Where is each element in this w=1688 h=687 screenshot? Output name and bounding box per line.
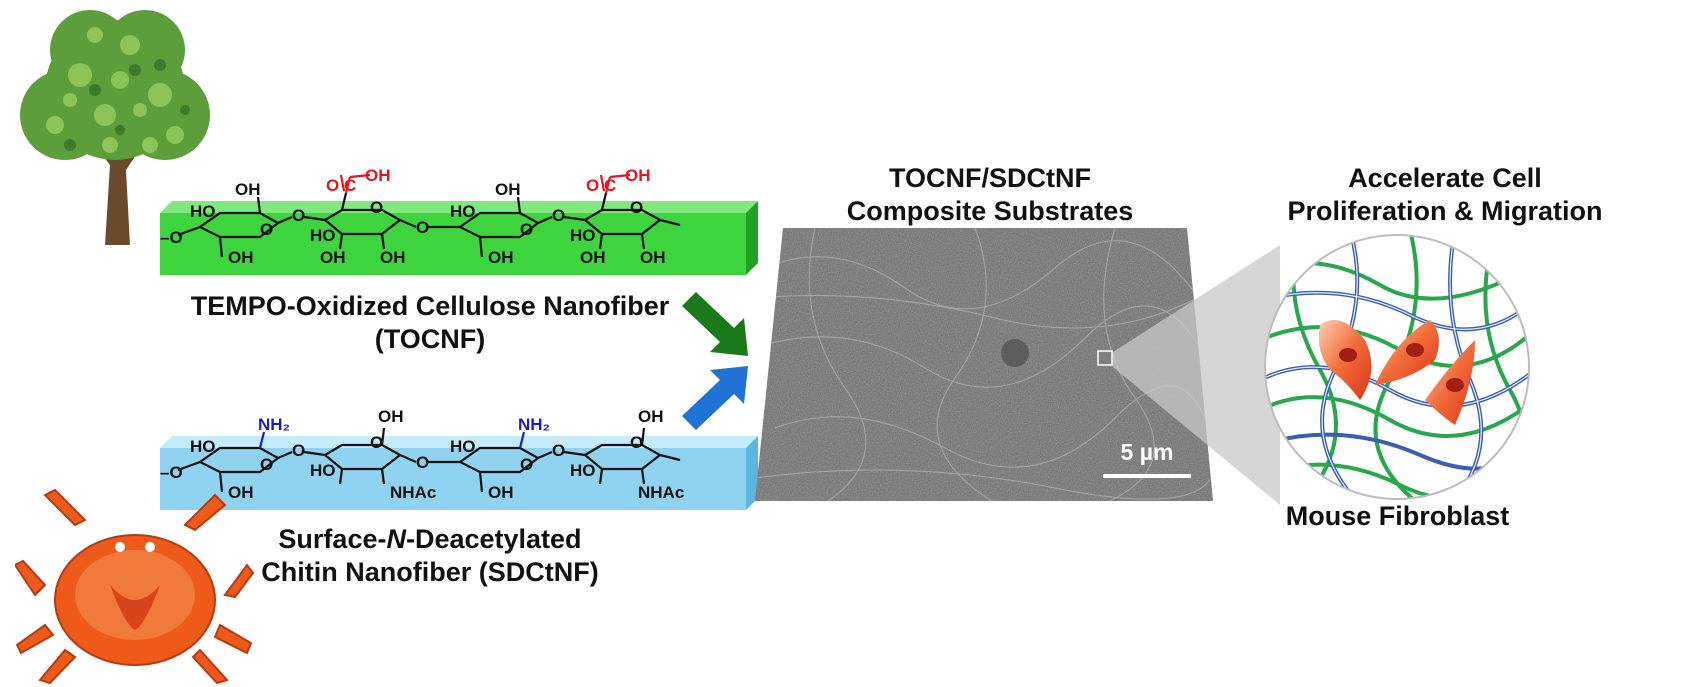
nhac-label: NHAc [638,483,684,502]
fibroblast-cell-icon [1375,320,1439,385]
link-o-label: O [292,206,305,225]
sem-micrograph: 5 µm [755,228,1213,501]
tree-icon [20,10,210,245]
oh-label: OH [380,248,406,267]
carboxyl-oh-label: OH [365,166,391,185]
oh-label: OH [488,248,514,267]
link-o-label: O [416,453,429,472]
link-o-label: O [292,441,305,460]
ho-label: HO [570,226,596,245]
carbon-label: C [344,176,356,195]
ring-o-label: O [260,455,273,474]
mouse-fibroblast-label: Mouse Fibroblast [1285,501,1510,531]
tocnf-label-line1: TEMPO-Oxidized Cellulose Nanofiber [190,291,670,321]
link-o-label: O [552,441,565,460]
link-o-label: O [416,218,429,237]
tocnf-label-line2: (TOCNF) [374,324,486,354]
green-arrow-icon [682,292,748,356]
composite-title: TOCNF/SDCtNF Composite Substrates [820,162,1160,228]
sdctnf-prefix: Surface- [278,524,387,554]
oh-label: OH [638,407,664,426]
oh-label: OH [640,248,666,267]
methoxy-dash: –O [160,228,183,247]
oh-label: OH [378,407,404,426]
fibroblast-cell-icon [1425,340,1475,425]
carbonyl-o-label: O [586,176,599,195]
amine-label: NH₂ [258,415,290,434]
ho-label: HO [190,437,216,456]
ho-label: HO [310,461,336,480]
scale-bar-label: 5 µm [1121,439,1174,465]
ring-o-label: O [370,198,383,217]
oh-label: OH [235,180,261,199]
ring-o-label: O [520,455,533,474]
sdctnf-suffix: -Deacetylated [405,524,582,554]
carbonyl-o-label: O [326,176,339,195]
cellulose-structure: OH HO –O OH O O O HO OH OH O OH HO OH O … [160,166,681,267]
proliferation-title: Accelerate Cell Proliferation & Migratio… [1255,162,1635,228]
ho-label: HO [310,226,336,245]
zoom-wedge [1113,245,1280,505]
ring-o-label: O [370,433,383,452]
sdctnf-label-line2: Chitin Nanofiber (SDCtNF) [261,557,599,587]
ho-label: HO [570,461,596,480]
ho-label: HO [450,202,476,221]
tocnf-label: TEMPO-Oxidized Cellulose Nanofiber (TOCN… [150,290,710,356]
oh-label: OH [488,483,514,502]
oh-label: OH [495,180,521,199]
proliferation-title-line2: Proliferation & Migration [1287,196,1603,226]
methoxy-dash: –O [160,463,183,482]
proliferation-title-line1: Accelerate Cell [1348,163,1542,193]
sdctnf-n-italic: N [386,524,406,554]
ring-o-label: O [630,198,643,217]
ho-label: HO [190,202,216,221]
ho-label: HO [450,437,476,456]
amine-label: NH₂ [518,415,550,434]
oh-label: OH [228,248,254,267]
composite-title-line1: TOCNF/SDCtNF [889,163,1091,193]
composite-title-line2: Composite Substrates [846,196,1134,226]
sdctnf-label: Surface-N-Deacetylated Chitin Nanofiber … [150,523,710,589]
oh-label: OH [320,248,346,267]
carbon-label: C [604,176,616,195]
sdctnf-fiber-bar [160,436,758,510]
fiber-network-circle [1264,234,1530,500]
link-o-label: O [552,206,565,225]
chitin-structure: HO –O OH O O OH O HO NHAc O HO OH O O OH… [160,407,684,502]
carboxyl-oh-label: OH [625,166,651,185]
oh-label: OH [228,483,254,502]
ring-o-label: O [260,220,273,239]
crab-icon [15,488,255,685]
blue-arrow-icon [682,366,748,430]
fibroblast-cell-icon [1318,320,1372,400]
ring-o-label: O [630,433,643,452]
nhac-label: NHAc [390,483,436,502]
ring-o-label: O [520,220,533,239]
oh-label: OH [580,248,606,267]
sdctnf-label-line1: Surface-N-Deacetylated [150,523,710,556]
